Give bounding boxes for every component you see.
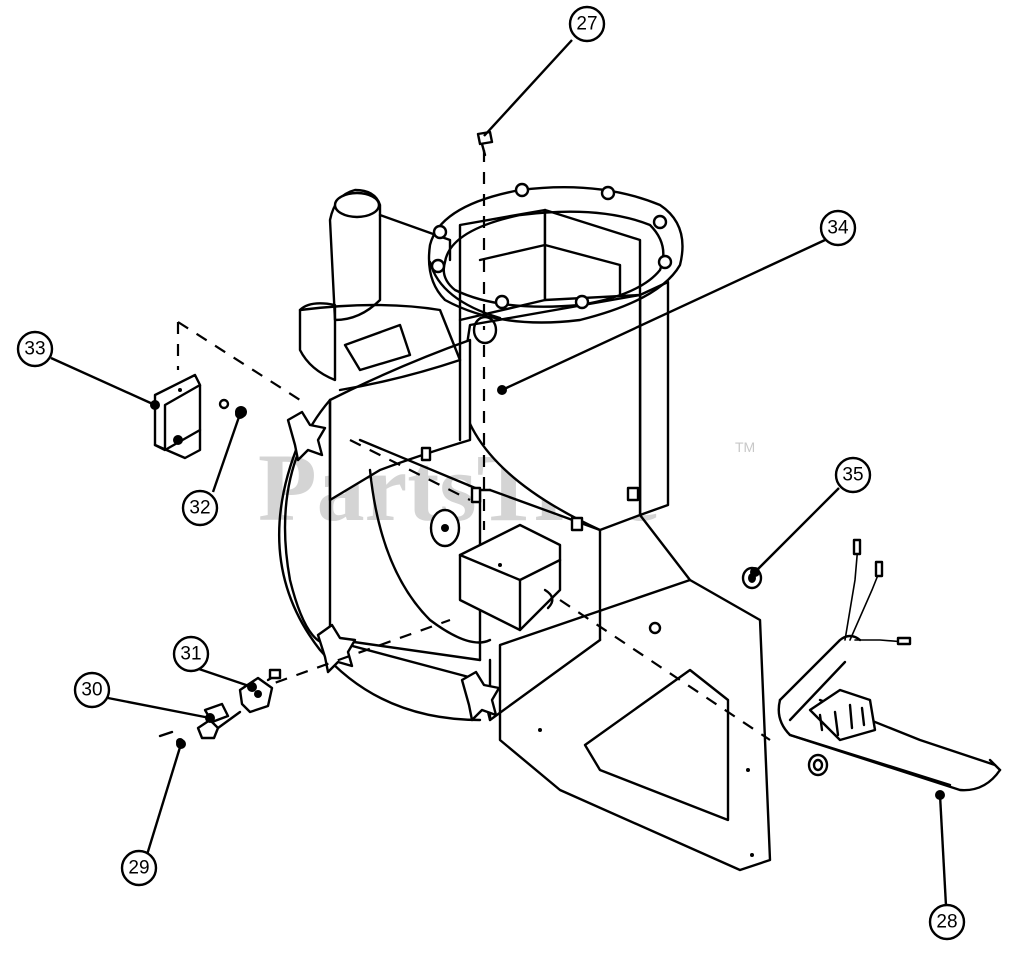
- part-33-bracket: [153, 373, 202, 460]
- callout-27-label: 27: [576, 14, 597, 35]
- callout-33[interactable]: 33: [16, 330, 54, 368]
- callout-28-label: 28: [936, 912, 957, 933]
- callout-29[interactable]: 29: [120, 849, 158, 887]
- callout-30-label: 30: [81, 680, 102, 701]
- leader-lines: [50, 39, 948, 907]
- callout-35[interactable]: 35: [834, 456, 872, 494]
- callout-31[interactable]: 31: [172, 635, 210, 673]
- star-knob-bottom: [460, 670, 501, 722]
- star-knob-top: [286, 410, 327, 462]
- part-28-harness: [777, 538, 1002, 792]
- assembly-lines: [176, 150, 771, 741]
- callout-34[interactable]: 34: [819, 209, 857, 247]
- callout-28[interactable]: 28: [928, 903, 966, 941]
- callout-32[interactable]: 32: [181, 489, 219, 527]
- blower-housing: [278, 182, 772, 872]
- callout-35-label: 35: [842, 465, 863, 486]
- callout-32-label: 32: [189, 498, 210, 519]
- part-29-30-31-switch: [158, 668, 282, 746]
- watermark-trademark: TM: [735, 439, 755, 455]
- callout-29-label: 29: [128, 858, 149, 879]
- callout-31-label: 31: [180, 644, 201, 665]
- callout-33-label: 33: [24, 339, 45, 360]
- part-27-bolt: [476, 130, 494, 157]
- callout-34-label: 34: [827, 218, 849, 239]
- callout-27[interactable]: 27: [568, 5, 606, 43]
- callout-30[interactable]: 30: [73, 671, 111, 709]
